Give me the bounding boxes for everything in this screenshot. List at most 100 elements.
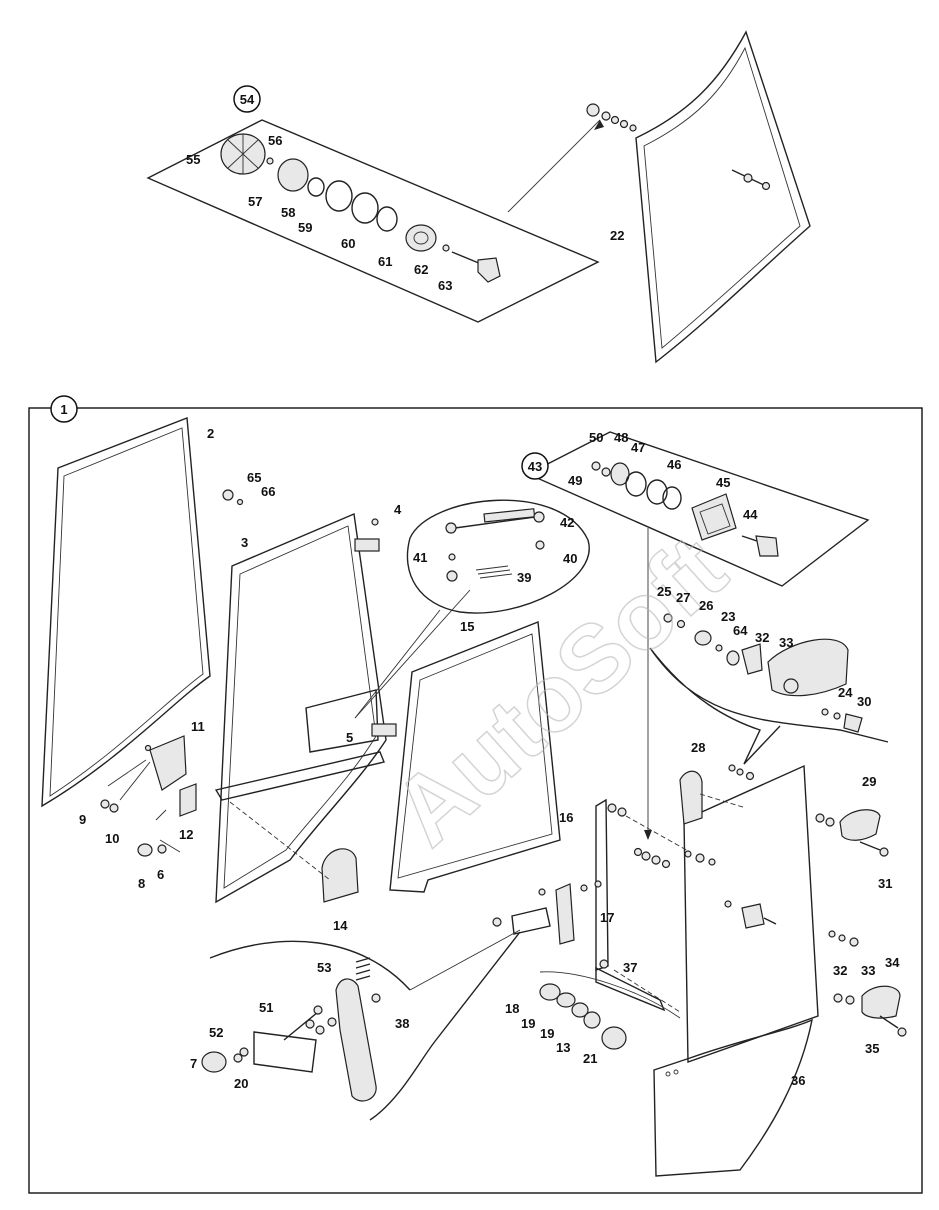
label-39: 39 [517,570,531,585]
nut-50 [591,461,601,471]
label-22: 22 [610,228,624,243]
label-55: 55 [186,152,200,167]
label-48: 48 [614,430,628,445]
latch-22 [731,169,771,191]
label-4: 4 [394,502,402,517]
label-16: 16 [559,810,573,825]
label-32-top: 32 [755,630,769,645]
label-15: 15 [460,619,474,634]
badge-54-label: 54 [240,92,255,107]
pin-assembly [492,907,551,935]
ring-46b [662,486,682,510]
label-6: 6 [157,867,164,882]
label-64: 64 [733,623,748,638]
arrow-head-22 [594,120,604,130]
screws-65-66 [222,489,244,506]
frame-group-1 [28,407,923,1194]
label-14: 14 [333,918,348,933]
label-5: 5 [346,730,353,745]
label-63: 63 [438,278,452,293]
label-25: 25 [657,584,671,599]
label-17: 17 [600,910,614,925]
handle-61 [405,224,437,252]
dash-14 [229,801,331,881]
washer-19a [556,992,576,1008]
label-8: 8 [138,876,145,891]
door-glass-15 [389,621,561,893]
washer-19b [571,1002,589,1018]
arrow-head-43 [644,830,652,840]
label-19a: 19 [521,1016,535,1031]
badge-43 [521,452,549,480]
door-panel-37 [683,764,819,1063]
label-26: 26 [699,598,713,613]
hinge-11 [144,735,187,791]
label-33-bot: 33 [861,963,875,978]
fasteners-mid [633,847,716,869]
bolt-8 [137,843,153,857]
label-27: 27 [676,590,690,605]
ring-46a [646,479,668,505]
label-56: 56 [268,133,282,148]
label-57: 57 [248,194,262,209]
leader-18-21 [539,971,681,1019]
label-49: 49 [568,473,582,488]
washer-47 [625,471,647,497]
label-36: 36 [791,1073,805,1088]
window-22 [635,30,811,364]
washer-9 [100,799,110,809]
door-glass-2 [41,417,211,808]
part-labels: 55 56 57 58 59 60 61 62 63 22 2 3 4 65 6… [79,133,900,1091]
screw-4 [371,518,379,526]
leader-54-to-22 [507,119,601,213]
label-52: 52 [209,1025,223,1040]
badge-43-label: 43 [528,459,542,474]
hinge-lines [107,759,181,853]
label-2: 2 [207,426,214,441]
label-9: 9 [79,812,86,827]
cover-14 [321,848,359,903]
label-13: 13 [556,1040,570,1055]
bracket-45 [691,493,737,541]
shaft-63 [451,251,501,283]
fasteners-28 [728,764,755,781]
nut-49 [601,467,611,477]
bracket-center [724,900,777,929]
label-62: 62 [414,262,428,277]
badge-1-label: 1 [60,402,67,417]
label-33-top: 33 [779,635,793,650]
label-40: 40 [563,551,577,566]
knob-21 [601,1026,627,1050]
badge-1 [50,395,78,423]
fastener-stack-22 [586,103,637,132]
label-32-bot: 32 [833,963,847,978]
label-20: 20 [234,1076,248,1091]
detail-handle [209,929,521,1121]
dash-28 [699,793,747,809]
label-47: 47 [631,440,645,455]
label-50: 50 [589,430,603,445]
label-41: 41 [413,550,427,565]
label-51: 51 [259,1000,273,1015]
label-42: 42 [560,515,574,530]
knob-31 [859,841,889,857]
label-28: 28 [691,740,705,755]
label-38: 38 [395,1016,409,1031]
label-10: 10 [105,831,119,846]
label-34: 34 [885,955,900,970]
label-58: 58 [281,205,295,220]
badge-54 [233,85,261,113]
ring-60b [376,206,398,232]
detail-lock [649,613,889,765]
label-46: 46 [667,457,681,472]
handle-28 [679,770,703,825]
label-30: 30 [857,694,871,709]
shaft-51 [283,993,381,1041]
washer-18 [539,983,561,1001]
cap-7 [201,1051,227,1073]
ring-58 [307,177,325,197]
label-44: 44 [743,507,758,522]
door-frame-3 [214,512,397,904]
label-24: 24 [838,685,853,700]
